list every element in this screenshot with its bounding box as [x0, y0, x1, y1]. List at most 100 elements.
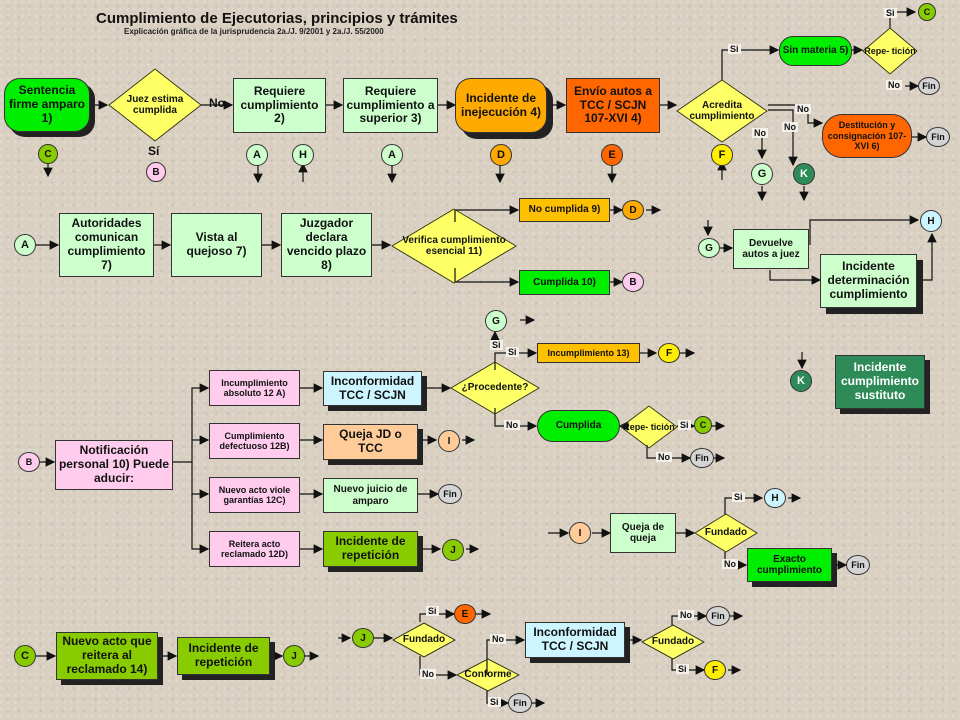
decision-juez-estima: Juez estima cumplida [108, 68, 202, 142]
label-no-rep1: No [886, 80, 902, 90]
node-notificacion-personal: Notificación personal 10) Puede aducir: [55, 440, 173, 490]
label-si-proc-2: Si [506, 347, 519, 357]
node-incumplimiento-absoluto: Incumplimiento absoluto 12 A) [209, 370, 300, 406]
node-destitucion: Destitución y consignación 107-XVI 6) [822, 114, 912, 158]
connector-fin-7: Fin [706, 606, 730, 626]
label-no-juez: No [209, 96, 225, 110]
node-incidente-repeticion-1: Incidente de repetición [323, 531, 418, 567]
label-no-fundado1: No [722, 559, 738, 569]
node-incidente-determinacion: Incidente determinación cumplimiento [820, 254, 917, 308]
decision-conforme: Conforme [456, 658, 520, 692]
connector-fin-5: Fin [846, 555, 870, 575]
label-no-rep2: No [656, 452, 672, 462]
label-no-fundado3: No [678, 610, 694, 620]
label-no-acredita-2: No [782, 122, 798, 132]
connector-fin-4: Fin [438, 484, 462, 504]
connector-h-row2: H [920, 210, 942, 232]
node-requiere-superior: Requiere cumplimiento a superior 3) [343, 78, 438, 133]
label-si-rep1: Si [884, 8, 897, 18]
connector-e: E [601, 144, 623, 166]
decision-fundado-3: Fundado [641, 624, 705, 660]
connector-g-row2: G [698, 238, 720, 258]
connector-fin-1: Fin [918, 77, 940, 95]
connector-fin-6: Fin [508, 693, 532, 713]
node-cumplida: Cumplida [537, 410, 620, 442]
connector-fin-2: Fin [926, 127, 950, 147]
connector-c-top: C [918, 3, 936, 21]
page-title: Cumplimiento de Ejecutorias, principios … [96, 10, 458, 27]
connector-a-2: A [381, 144, 403, 166]
decision-fundado-1: Fundado [694, 513, 758, 553]
decision-repeticion-2: Repe- tición [620, 405, 678, 449]
node-autoridades-comunican: Autoridades comunican cumplimiento 7) [59, 213, 154, 277]
decision-verifica: Verifica cumplimiento esencial 11) [391, 208, 517, 284]
label-si-conforme: Si [488, 697, 501, 707]
node-cumplimiento-defectuoso: Cumplimiento defectuoso 12B) [209, 423, 300, 459]
connector-j: J [442, 539, 464, 561]
connector-e-row4: E [454, 604, 476, 624]
label-si-fundado3: Si [676, 664, 689, 674]
node-reitera-acto: Reitera acto reclamado 12D) [209, 531, 300, 567]
connector-f-row4: F [704, 660, 726, 680]
decision-repeticion-1: Repe- tición [862, 27, 918, 75]
node-queja-jd: Queja JD o TCC [323, 424, 418, 460]
connector-c-row4: C [14, 645, 36, 667]
node-vista-quejoso: Vista al quejoso 7) [171, 213, 262, 277]
label-no-proc: No [504, 420, 520, 430]
connector-g: G [751, 163, 773, 185]
connector-f: F [711, 144, 733, 166]
label-si-fundado1: Si [732, 492, 745, 502]
node-incidente-repeticion-2: Incidente de repetición [177, 637, 270, 675]
decision-procedente: ¿Procedente? [450, 361, 540, 415]
connector-c-row3: C [694, 416, 712, 434]
connector-b: B [146, 162, 166, 182]
connector-i-2: I [569, 522, 591, 544]
node-sin-materia: Sin materia 5) [779, 36, 852, 66]
label-si-fundado2: Si [426, 606, 439, 616]
label-si-proc: Si [490, 340, 503, 350]
connector-i: I [438, 430, 460, 452]
node-nuevo-acto-reitera: Nuevo acto que reitera al reclamado 14) [56, 632, 158, 680]
node-requiere-cumplimiento: Requiere cumplimiento 2) [233, 78, 326, 133]
connector-k-row3: K [790, 370, 812, 392]
label-no-conforme: No [490, 634, 506, 644]
node-incidente-sustituto: Incidente cumplimiento sustituto [835, 355, 925, 409]
connector-c: C [38, 144, 58, 164]
node-exacto-cumplimiento: Exacto cumplimiento [747, 548, 832, 582]
connector-f-row3: F [658, 343, 680, 363]
decision-fundado-2: Fundado [392, 622, 456, 658]
connector-b-row3: B [18, 452, 40, 472]
decision-acredita: Acredita cumplimiento [676, 79, 768, 143]
connector-k: K [793, 163, 815, 185]
connector-a-row2: A [14, 234, 36, 256]
label-si-acredita: Si [728, 44, 741, 54]
node-juzgador-declara: Juzgador declara vencido plazo 8) [281, 213, 372, 277]
node-incumplimiento-13: Incumplimiento 13) [537, 343, 640, 363]
connector-a: A [246, 144, 268, 166]
connector-j-row4-2: J [352, 628, 374, 648]
node-envio-autos: Envío autos a TCC / SCJN 107-XVI 4) [566, 78, 660, 133]
node-nuevo-acto-viole: Nuevo acto viole garantías 12C) [209, 477, 300, 513]
connector-h: H [292, 144, 314, 166]
node-nuevo-juicio: Nuevo juicio de amparo [323, 478, 418, 513]
connector-fin-3: Fin [690, 448, 714, 468]
label-no-fundado2: No [420, 669, 436, 679]
node-devuelve-autos: Devuelve autos a juez [733, 229, 809, 269]
connector-h-row3: H [764, 488, 786, 508]
connector-d: D [490, 144, 512, 166]
node-incidente-inejecucion: Incidente de inejecución 4) [455, 78, 547, 133]
node-queja-de-queja: Queja de queja [610, 513, 676, 553]
node-inconformidad-1: Inconformidad TCC / SCJN [323, 371, 422, 406]
connector-j-row4: J [283, 645, 305, 667]
node-no-cumplida: No cumplida 9) [519, 198, 610, 222]
connector-b-row2: B [622, 272, 644, 292]
node-inconformidad-2: Inconformidad TCC / SCJN [525, 622, 625, 658]
label-no-acredita-3: No [752, 128, 768, 138]
connector-d-row2: D [622, 200, 644, 220]
node-cumplida-10: Cumplida 10) [519, 270, 610, 295]
connector-g-row3: G [485, 310, 507, 332]
label-si-juez: Sí [148, 144, 160, 158]
node-sentencia-firme: Sentencia firme amparo 1) [4, 78, 90, 132]
page-subtitle: Explicación gráfica de la jurisprudencia… [124, 27, 384, 36]
label-no-acredita-1: No [795, 104, 811, 114]
